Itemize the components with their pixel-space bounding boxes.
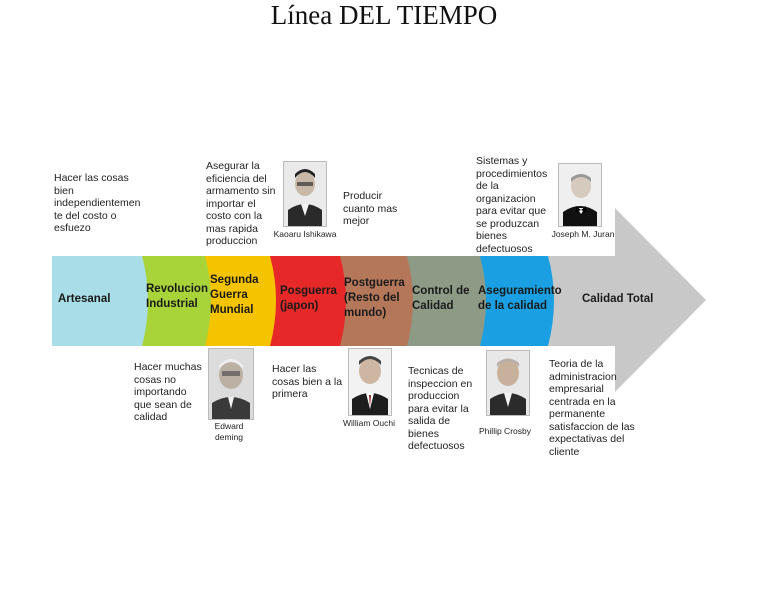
portrait-icon <box>208 348 254 420</box>
stage-label-posguerra: Posguerra (japon) <box>280 285 337 312</box>
note-postguerra: Producir cuanto mas mejor <box>343 190 398 227</box>
note-calidad-total: Teoria de la administracion empresarial … <box>549 358 635 458</box>
person-name-deming: Edward deming <box>214 421 244 442</box>
stage-segment-revolucion <box>134 256 211 346</box>
portrait-icon <box>283 161 327 227</box>
note-revolucion: Hacer muchas cosas no importando que sea… <box>134 361 202 423</box>
portrait-icon <box>348 348 392 416</box>
person-name-ouchi: William Ouchi <box>343 418 395 428</box>
stage-label-segunda-guerra: Segunda Guerra Mundial <box>210 274 259 316</box>
page-title: Línea DEL TIEMPO <box>270 0 498 30</box>
note-aseguramiento: Sistemas y procedimientos de la organiza… <box>476 155 548 255</box>
note-artesanal: Hacer las cosas bien independientemen te… <box>54 172 141 234</box>
stage-segment-control <box>400 256 486 346</box>
note-control: Tecnicas de inspeccion en produccion par… <box>408 365 473 452</box>
note-segunda-guerra: Asegurar la eficiencia del armamento sin… <box>206 160 276 247</box>
stage-segment-segunda-guerra <box>196 256 276 346</box>
stage-segment-posguerra <box>262 256 346 346</box>
stage-segment-postguerra <box>332 256 413 346</box>
person-name-juran: Joseph M. Juran <box>551 229 615 239</box>
stage-segment-aseguramiento <box>470 256 554 346</box>
stage-label-artesanal: Artesanal <box>58 293 111 305</box>
note-posguerra: Hacer las cosas bien a la primera <box>272 363 343 400</box>
person-name-ishikawa: Kaoaru Ishikawa <box>273 229 337 239</box>
portrait-icon <box>558 163 602 227</box>
stage-label-revolucion: Revolucion Industrial <box>146 283 208 310</box>
stage-label-control: Control de Calidad <box>412 285 470 312</box>
stage-segment-artesanal <box>52 256 148 346</box>
portrait-icon <box>486 350 530 416</box>
stage-label-calidad-total: Calidad Total <box>582 293 654 305</box>
stage-label-aseguramiento: Aseguramiento de la calidad <box>478 285 562 312</box>
stage-label-postguerra: Postguerra (Resto del mundo) <box>344 277 405 319</box>
person-name-crosby: Phillip Crosby <box>479 426 531 436</box>
stage-segment-calidad-total <box>520 208 706 392</box>
